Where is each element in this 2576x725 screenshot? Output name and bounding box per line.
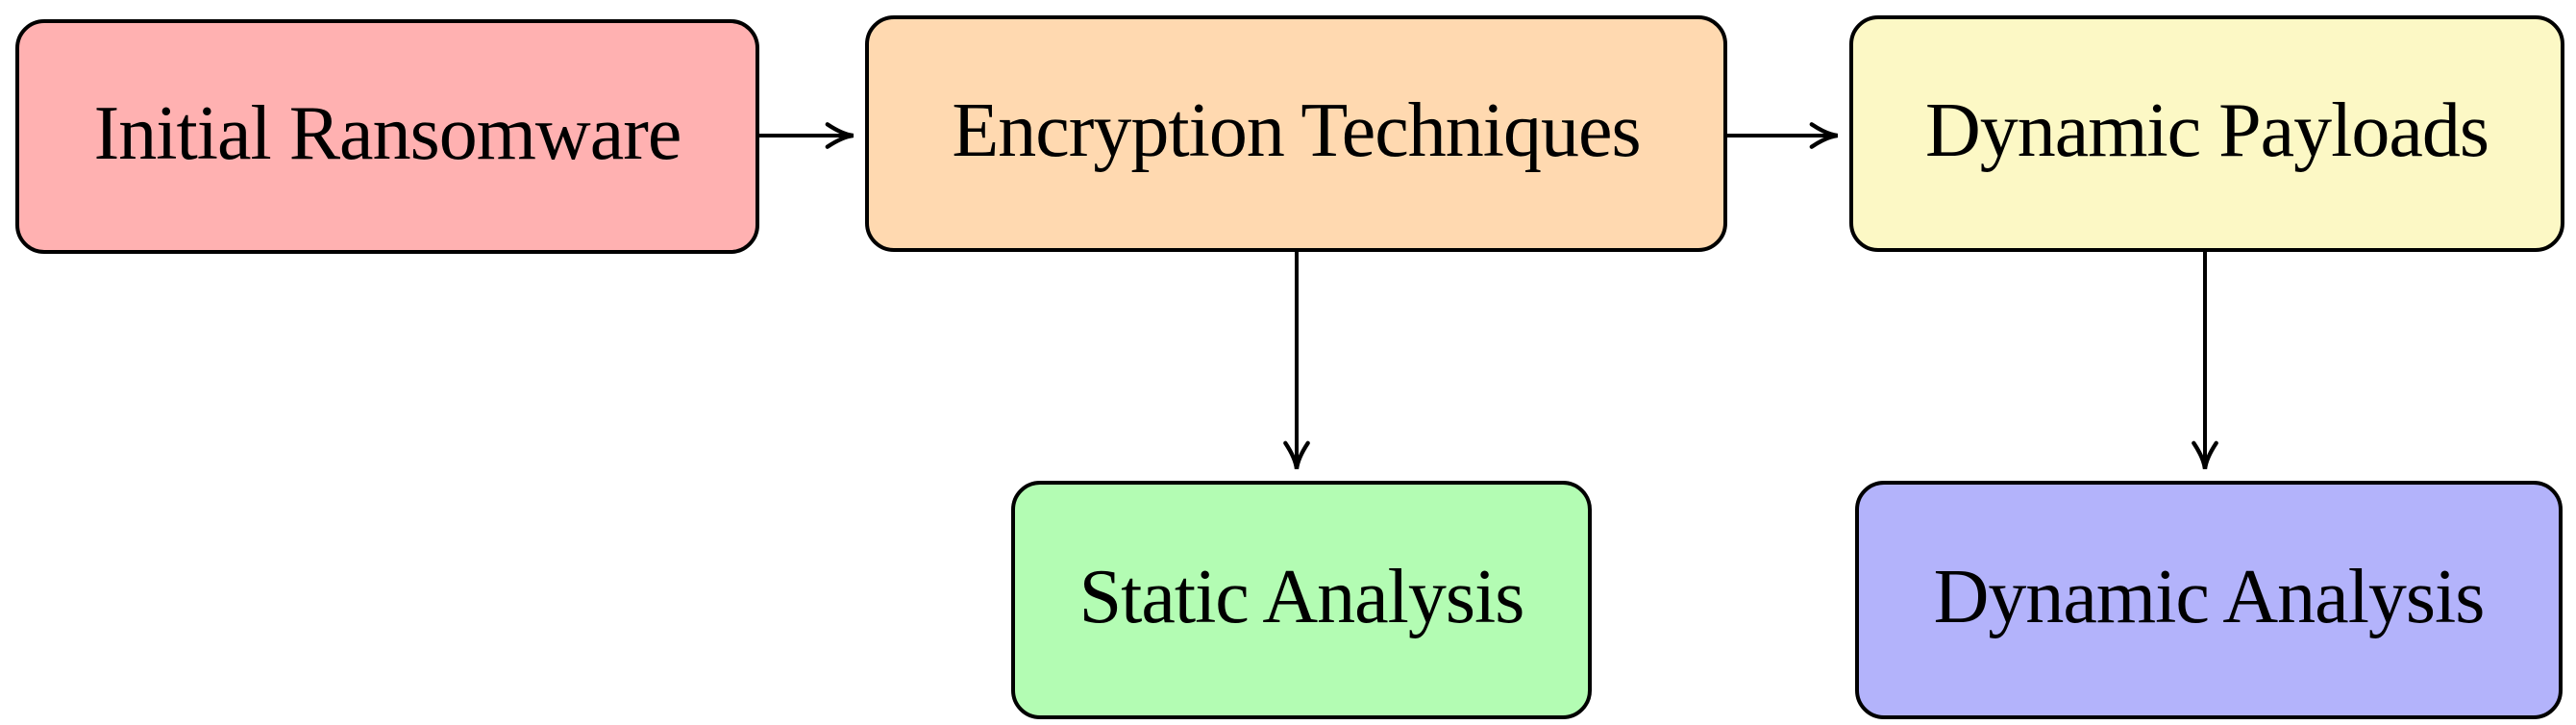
node-static-analysis: Static Analysis xyxy=(1011,481,1592,719)
node-label-initial-ransomware: Initial Ransomware xyxy=(93,91,682,176)
node-dynamic-analysis: Dynamic Analysis xyxy=(1855,481,2563,719)
node-label-static-analysis: Static Analysis xyxy=(1078,555,1525,639)
node-label-dynamic-analysis: Dynamic Analysis xyxy=(1933,555,2486,639)
node-initial-ransomware: Initial Ransomware xyxy=(15,19,759,254)
node-encryption-techniques: Encryption Techniques xyxy=(865,15,1727,252)
node-label-dynamic-payloads: Dynamic Payloads xyxy=(1924,88,2489,173)
node-dynamic-payloads: Dynamic Payloads xyxy=(1849,15,2564,252)
node-label-encryption-techniques: Encryption Techniques xyxy=(952,88,1641,173)
